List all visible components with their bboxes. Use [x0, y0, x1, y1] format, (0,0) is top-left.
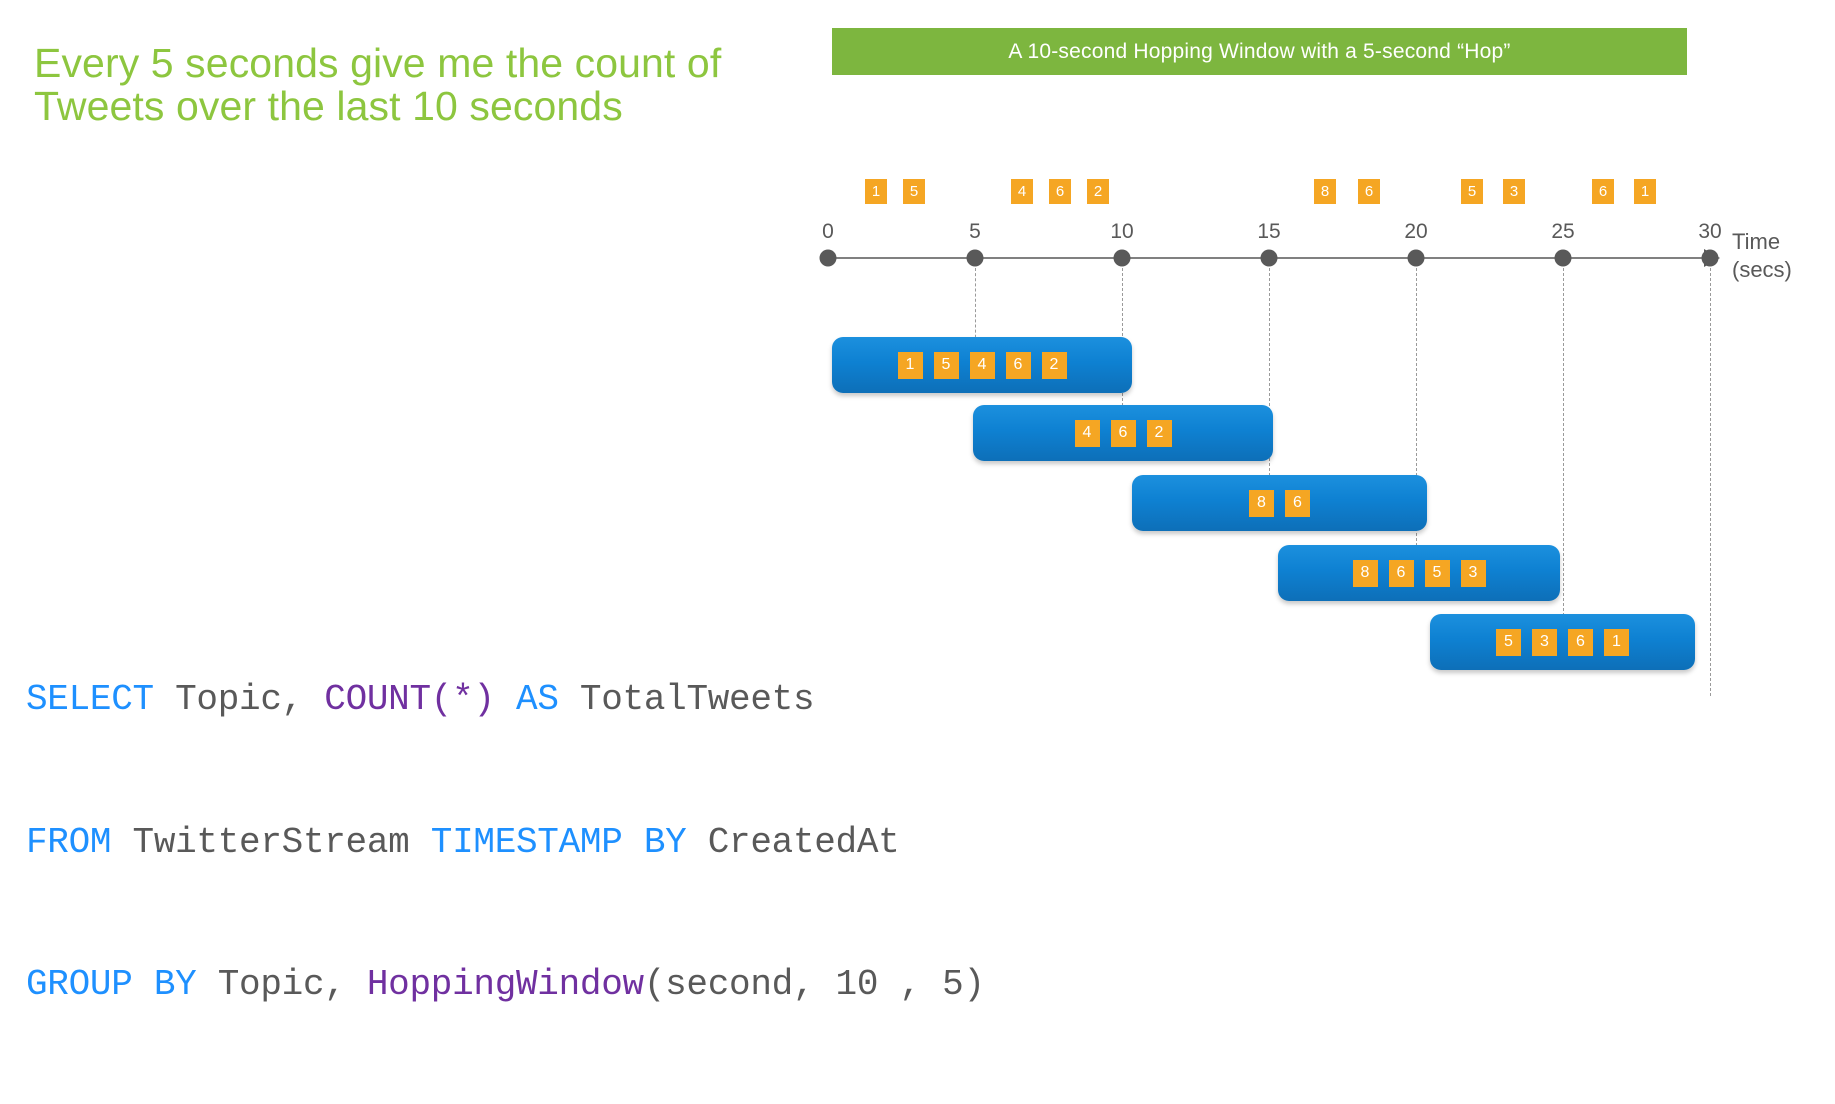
axis-tick-dot: [1407, 249, 1425, 267]
axis-tick-dot: [1260, 249, 1278, 267]
window-event-token: 5: [933, 351, 959, 379]
axis-title-line2: (secs): [1732, 257, 1792, 283]
axis-tick-dot: [1113, 249, 1131, 267]
sql-token-fn: HoppingWindow: [366, 964, 644, 1006]
sql-token-kw: AS: [516, 679, 559, 721]
axis-tick-label: 15: [1257, 220, 1281, 243]
stream-event-token: 3: [1503, 179, 1525, 204]
sql-query: SELECT Topic, COUNT(*) AS TotalTweets FR…: [26, 581, 985, 1104]
window-guide-line: [1269, 268, 1270, 486]
axis-tick-label: 30: [1698, 220, 1722, 243]
banner: A 10-second Hopping Window with a 5-seco…: [832, 28, 1687, 75]
sql-line-3: GROUP BY Topic, HoppingWindow(second, 10…: [26, 961, 985, 1009]
window-event-token: 6: [1285, 489, 1310, 517]
window-event-token: 6: [1388, 559, 1414, 587]
sql-token-kw: GROUP BY: [26, 964, 197, 1006]
window-event-token: 6: [1005, 351, 1031, 379]
axis-tick-dot: [819, 249, 837, 267]
axis-tick-label: 20: [1404, 220, 1428, 243]
sql-token-id: (second, 10 , 5): [643, 964, 985, 1006]
stream-event-token: 5: [1461, 179, 1483, 204]
axis-tick-label: 5: [969, 220, 981, 243]
sql-token-id: CreatedAt: [686, 821, 900, 863]
axis-title-line1: Time: [1732, 229, 1781, 254]
window-event-token: 8: [1352, 559, 1378, 587]
window-guide-line: [1122, 268, 1123, 416]
stream-event-token: 1: [1634, 179, 1656, 204]
timeline-arrow-icon: [1704, 249, 1720, 267]
window-guide-line: [975, 268, 976, 348]
axis-tick-dot: [966, 249, 984, 267]
sql-line-2: FROM TwitterStream TIMESTAMP BY CreatedA…: [26, 819, 985, 867]
axis-tick-dot: [1554, 249, 1572, 267]
stream-event-token: 6: [1049, 179, 1071, 204]
sql-token-id: Topic,: [196, 964, 367, 1006]
sql-token-id: [495, 679, 516, 720]
axis-tick-label: 10: [1110, 220, 1134, 243]
window-event-token: 2: [1146, 419, 1172, 447]
page-title: Every 5 seconds give me the count of Twe…: [34, 40, 722, 130]
window-guide-line: [1563, 268, 1564, 626]
window-event-token: 6: [1110, 419, 1136, 447]
window-guide-line: [1710, 268, 1711, 696]
axis-tick-dot: [1701, 249, 1719, 267]
window-guide-line: [1416, 268, 1417, 556]
sql-token-fn: COUNT(*): [324, 679, 495, 721]
sql-token-kw: FROM: [26, 821, 112, 863]
window-event-token: 4: [1074, 419, 1100, 447]
stream-event-token: 1: [865, 179, 887, 204]
window-event-token: 1: [897, 351, 923, 379]
sql-token-id: TotalTweets: [558, 679, 815, 721]
window-event-token: 8: [1249, 489, 1274, 517]
window-event-token: 4: [969, 351, 995, 379]
sql-line-1: SELECT Topic, COUNT(*) AS TotalTweets: [26, 676, 985, 724]
stream-event-token: 2: [1087, 179, 1109, 204]
window-event-token: 3: [1532, 628, 1557, 656]
stream-event-token: 6: [1358, 179, 1380, 204]
stream-event-token: 6: [1592, 179, 1614, 204]
window-event-token: 5: [1496, 628, 1521, 656]
window-event-token: 1: [1604, 628, 1629, 656]
axis-title: Time (secs): [1732, 228, 1792, 284]
sql-token-kw: SELECT: [26, 679, 154, 721]
axis-tick-label: 0: [822, 220, 834, 243]
window-event-token: 3: [1460, 559, 1486, 587]
stream-event-token: 8: [1314, 179, 1336, 204]
sql-token-id: TwitterStream: [111, 821, 431, 863]
window-event-token: 5: [1424, 559, 1450, 587]
banner-label: A 10-second Hopping Window with a 5-seco…: [1008, 39, 1511, 63]
sql-token-id: Topic,: [153, 679, 325, 721]
stream-event-token: 5: [903, 179, 925, 204]
stream-event-token: 4: [1011, 179, 1033, 204]
window-event-token: 2: [1041, 351, 1067, 379]
slide-canvas: Every 5 seconds give me the count of Twe…: [26, 28, 1792, 1006]
axis-tick-label: 25: [1551, 220, 1575, 243]
sql-token-kw: TIMESTAMP BY: [430, 821, 687, 863]
timeline-axis: [828, 257, 1708, 259]
window-event-token: 6: [1568, 628, 1593, 656]
